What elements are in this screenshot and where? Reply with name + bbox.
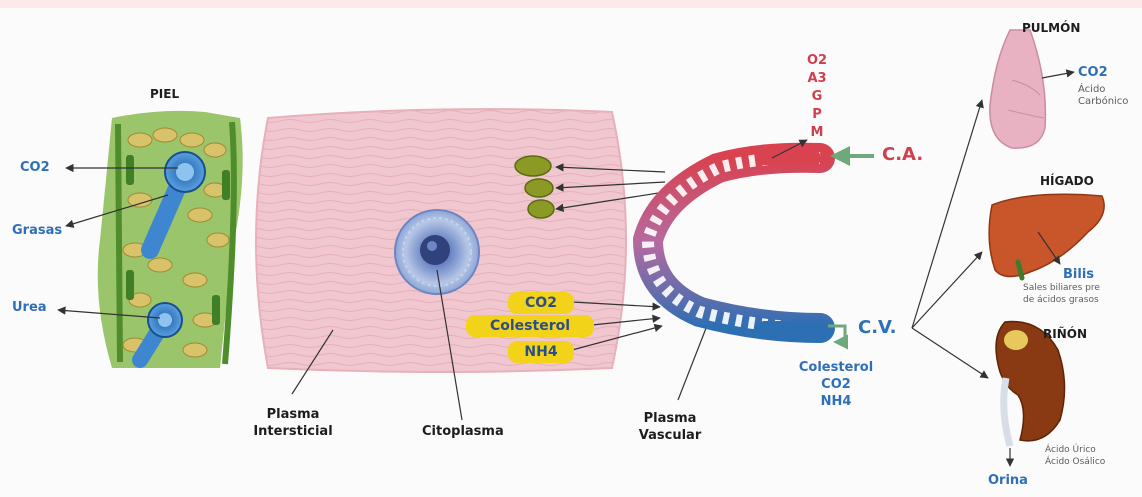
nutrient-p: P: [806, 106, 828, 124]
skin-output-urea: Urea: [12, 301, 47, 315]
skin-output-grasas: Grasas: [12, 224, 62, 238]
arrow-to-liver: [912, 252, 982, 328]
citoplasma-label: Citoplasma: [422, 425, 504, 439]
liver-detail-line2: de ácidos grasos: [1023, 296, 1099, 306]
nutrient-m: M: [806, 124, 828, 142]
plasma-vascular-line1: Plasma: [630, 412, 710, 426]
ca-label: C.A.: [882, 145, 923, 165]
skin-illustration: [98, 111, 243, 368]
cv-label: C.V.: [858, 318, 897, 338]
pill-colesterol: Colesterol: [466, 315, 594, 337]
arrow-to-kidney: [912, 328, 988, 378]
nutrient-a3: A3: [806, 70, 828, 88]
kidney-detail-line2: Ácido Osálico: [1045, 458, 1105, 468]
liver-illustration: [989, 194, 1104, 278]
venous-co2: CO2: [784, 376, 888, 393]
arrow-lung-co2: [1042, 72, 1074, 78]
liver-detail-line1: Sales biliares pre: [1023, 284, 1100, 294]
nutrient-o2: O2: [806, 52, 828, 70]
venous-colesterol: Colesterol: [784, 359, 888, 376]
arrow-to-lung: [912, 100, 982, 328]
capillary-network: [648, 151, 824, 335]
liver-title: HÍGADO: [1040, 175, 1094, 188]
lung-title: PULMÓN: [1022, 22, 1080, 35]
nutrient-g: G: [806, 88, 828, 106]
plasma-intersticial-label: Plasma Intersticial: [238, 408, 348, 440]
top-banner-strip: [0, 0, 1142, 8]
pill-co2: CO2: [508, 292, 574, 314]
pointer-plasma-vascular: [678, 318, 710, 400]
arterial-nutrients-list: O2 A3 G P M: [806, 52, 828, 142]
plasma-intersticial-line1: Plasma: [238, 408, 348, 422]
plasma-vascular-line2: Vascular: [630, 429, 710, 443]
plasma-intersticial-line2: Intersticial: [238, 425, 348, 439]
skin-output-co2: CO2: [20, 161, 50, 175]
kidney-detail-line1: Ácido Úrico: [1045, 446, 1096, 456]
cell-illustration: [395, 210, 479, 294]
venous-nh4: NH4: [784, 393, 888, 410]
venous-contents-list: Colesterol CO2 NH4: [784, 359, 888, 410]
skin-title: PIEL: [150, 88, 179, 101]
kidney-product: Orina: [988, 474, 1028, 488]
liver-product: Bilis: [1063, 268, 1094, 282]
plasma-vascular-label: Plasma Vascular: [630, 412, 710, 444]
pill-nh4: NH4: [508, 341, 574, 363]
kidney-title: RIÑÓN: [1043, 328, 1087, 341]
lung-product: CO2: [1078, 66, 1108, 80]
lung-illustration: [990, 30, 1046, 148]
lung-detail: Ácido Carbónico: [1078, 84, 1138, 108]
